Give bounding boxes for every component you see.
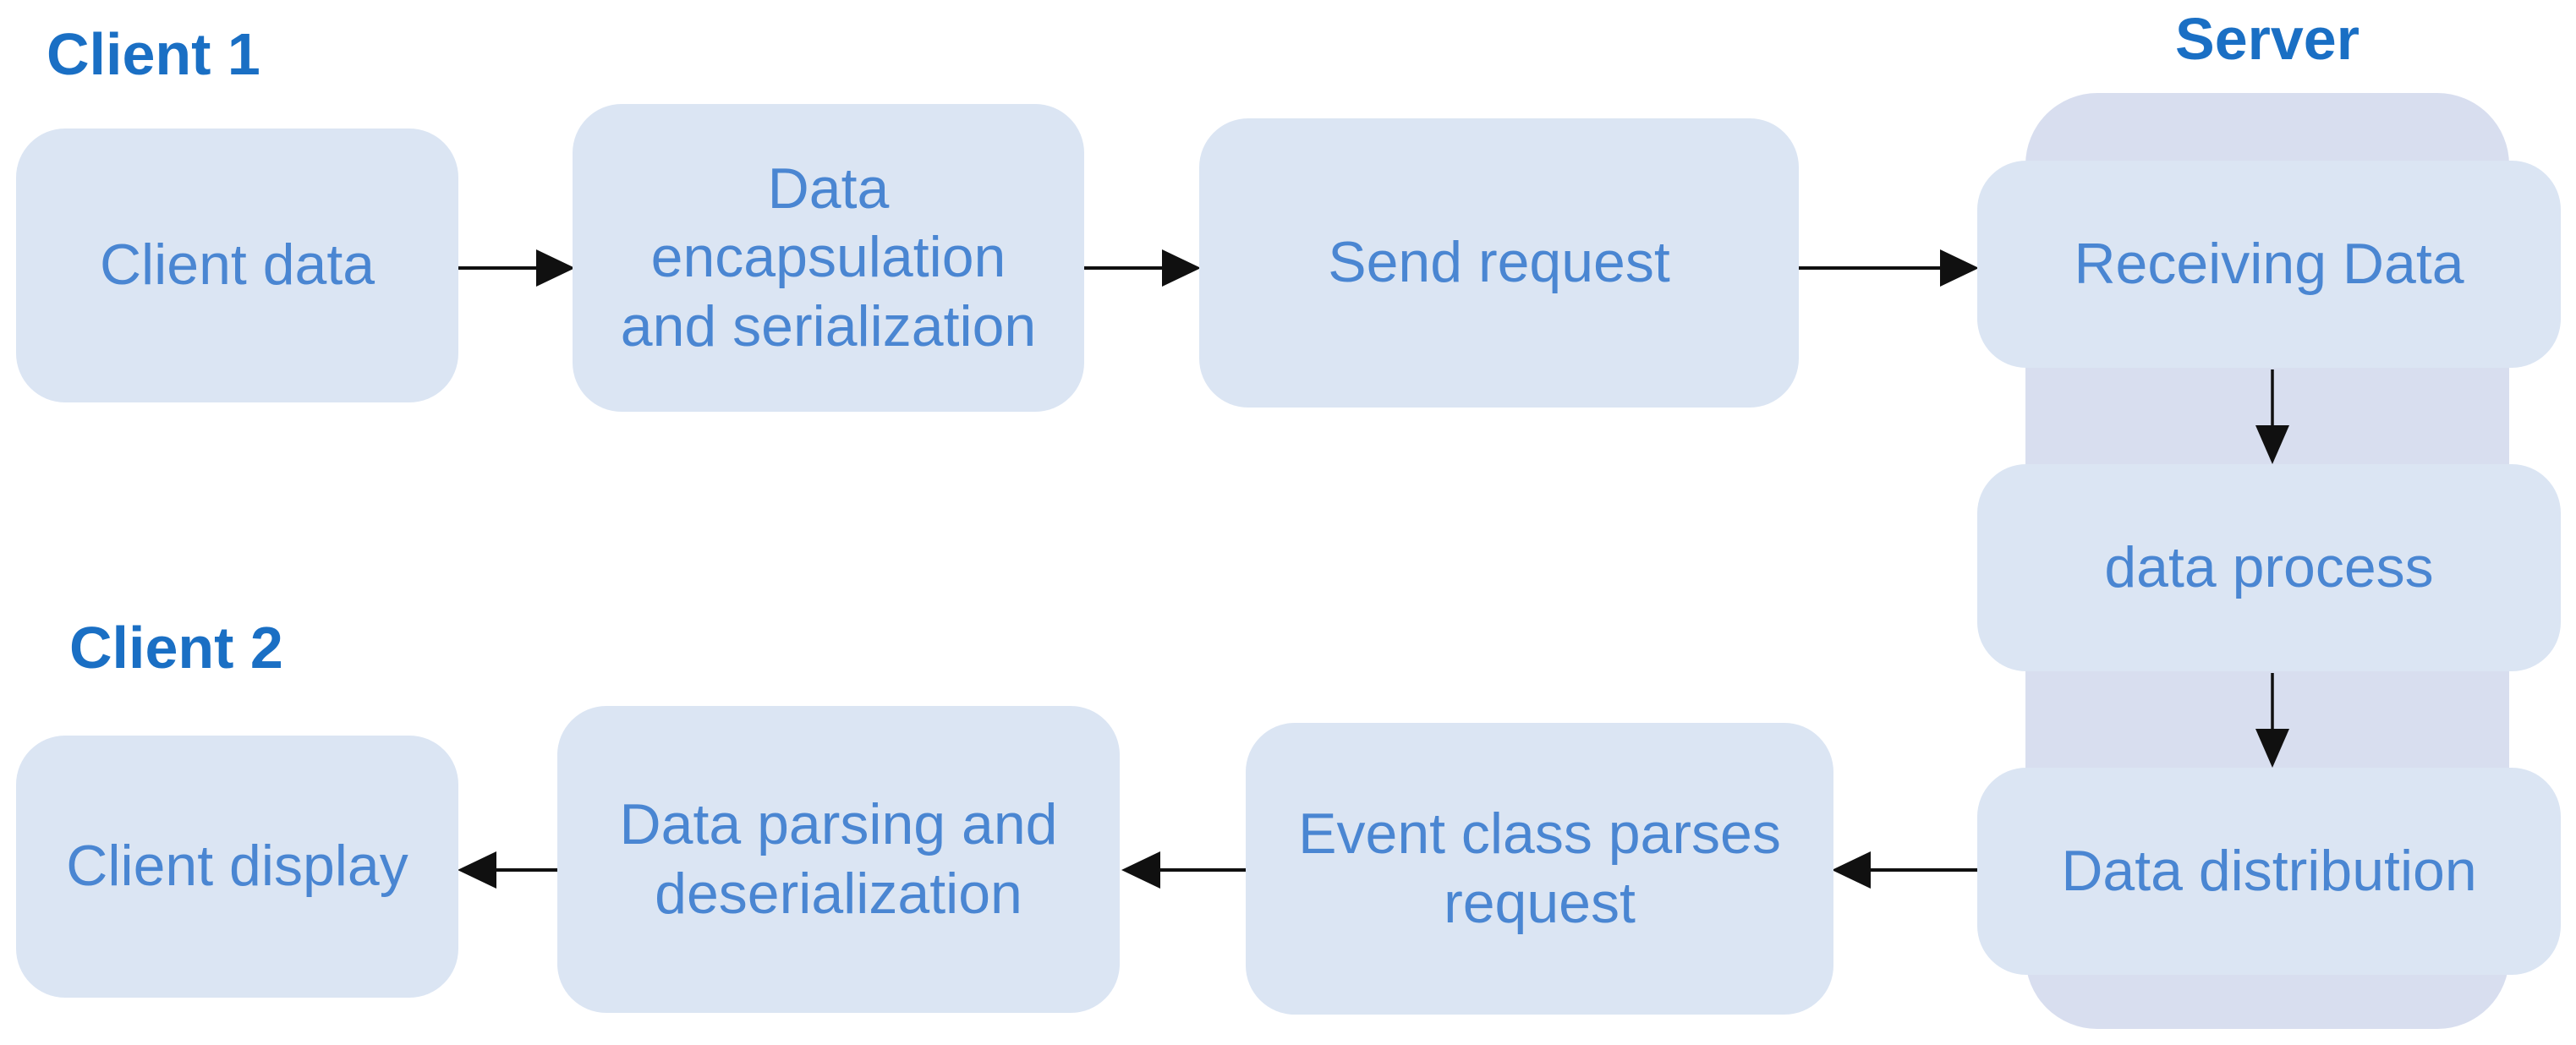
arrow-data-distribution-to-event-class xyxy=(1832,851,1977,889)
node-client-data: Client data xyxy=(16,129,458,402)
node-data-distribution-text: Data distribution xyxy=(2061,838,2477,903)
arrow-encapsulation-to-send-request xyxy=(1084,249,1201,287)
node-data-encapsulation-text: Data encapsulation and serialization xyxy=(620,156,1037,358)
node-event-class-parses-request: Event class parses request xyxy=(1246,723,1833,1015)
node-client-data-text: Client data xyxy=(99,233,375,298)
node-client-display: Client display xyxy=(16,736,458,998)
node-data-process: data process xyxy=(1977,464,2561,671)
node-receiving-data-text: Receiving Data xyxy=(2074,231,2464,296)
arrow-client-data-to-encapsulation xyxy=(458,249,575,287)
node-client-display-text: Client display xyxy=(66,834,408,899)
arrow-event-class-to-data-parsing xyxy=(1121,851,1246,889)
arrow-data-parsing-to-client-display xyxy=(458,851,557,889)
node-data-parsing: Data parsing and deserialization xyxy=(557,706,1120,1013)
node-event-class-text: Event class parses request xyxy=(1298,801,1781,935)
client2-label: Client 2 xyxy=(69,615,283,681)
node-data-process-text: data process xyxy=(2104,534,2434,599)
node-send-request: Send request xyxy=(1199,118,1799,408)
node-receiving-data: Receiving Data xyxy=(1977,161,2561,368)
client1-label: Client 1 xyxy=(47,21,260,87)
node-data-parsing-text: Data parsing and deserialization xyxy=(619,791,1058,926)
node-data-encapsulation: Data encapsulation and serialization xyxy=(573,104,1084,412)
server-label: Server xyxy=(2175,6,2360,72)
arrow-send-request-to-receiving-data xyxy=(1799,249,1979,287)
node-send-request-text: Send request xyxy=(1328,230,1670,295)
node-data-distribution: Data distribution xyxy=(1977,768,2561,975)
